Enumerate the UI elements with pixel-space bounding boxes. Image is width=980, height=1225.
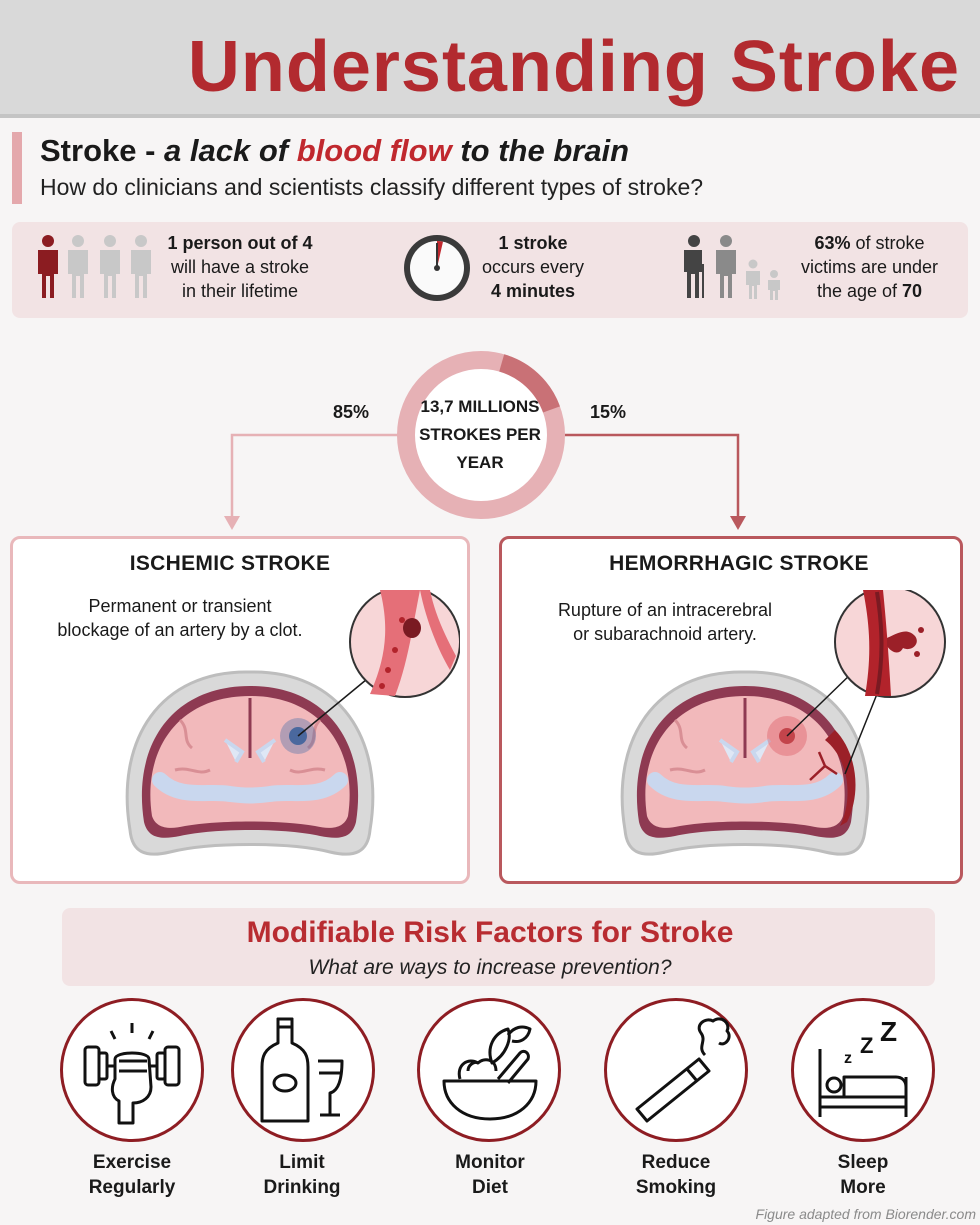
header-band xyxy=(0,0,980,118)
factor-drinking-circle xyxy=(231,998,375,1142)
clock-icon xyxy=(404,235,470,301)
risk-factors-title: Modifiable Risk Factors for Stroke xyxy=(246,916,734,949)
stat-one-in-four: 1 person out of 4 will have a stroke in … xyxy=(167,233,313,301)
sleep-z-large: Z xyxy=(880,1016,897,1047)
subtitle-blood-flow: blood flow xyxy=(296,133,452,168)
food-bowl-icon xyxy=(442,1025,538,1121)
risk-factors-banner xyxy=(62,908,935,986)
ischemic-title: ISCHEMIC STROKE xyxy=(129,552,331,575)
hemorrhagic-title: HEMORRHAGIC STROKE xyxy=(609,552,869,575)
factor-diet-circle xyxy=(417,998,561,1142)
wine-bottle-glass-icon xyxy=(260,1017,344,1123)
accent-bar xyxy=(12,132,22,204)
bed-sleep-icon: z Z Z xyxy=(818,1016,908,1117)
donut-ischemic-segment xyxy=(397,351,565,519)
subtitle-to-brain: to the brain xyxy=(460,133,630,168)
ischemic-brain-illustration xyxy=(125,590,460,856)
stat-age-under-70: 63% of stroke victims are under the age … xyxy=(800,233,939,301)
total-strokes-label: 13,7 MILLIONS STROKES PER YEAR xyxy=(419,397,541,472)
factor-sleep-circle: z Z Z xyxy=(791,998,935,1142)
intro-question: How do clinicians and scientists classif… xyxy=(40,174,704,200)
ischemic-arrow-line xyxy=(230,433,400,518)
stats-band xyxy=(12,222,968,318)
family-icon xyxy=(684,235,780,300)
risk-factors-subtitle: What are ways to increase prevention? xyxy=(308,956,672,979)
dumbbell-fist-icon xyxy=(83,1023,181,1125)
ischemic-percent: 85% xyxy=(333,402,370,422)
stat-stroke-frequency: 1 stroke occurs every 4 minutes xyxy=(481,233,585,301)
subtitle-stroke: Stroke - xyxy=(40,133,156,168)
hemorrhagic-brain-illustration xyxy=(620,590,946,856)
ischemic-arrowhead xyxy=(224,516,240,530)
figure-credit: Figure adapted from Biorender.com xyxy=(755,1206,976,1222)
subtitle-lack-of: a lack of xyxy=(164,133,289,168)
hemorrhagic-arrowhead xyxy=(730,516,746,530)
donut-hemorrhagic-segment xyxy=(498,354,560,413)
distribution-diagram xyxy=(224,351,746,530)
hemorrhagic-percent: 15% xyxy=(590,402,627,422)
sleep-z-medium: Z xyxy=(860,1033,873,1058)
cigarette-icon xyxy=(635,1017,731,1123)
factor-smoking-circle xyxy=(604,998,748,1142)
sleep-z-small: z xyxy=(844,1050,852,1067)
factor-exercise-circle xyxy=(60,998,204,1142)
page-title: Understanding Stroke xyxy=(187,27,960,107)
ischemic-description: Permanent or transient blockage of an ar… xyxy=(57,596,303,640)
subtitle: Stroke - a lack of blood flow to the bra… xyxy=(40,132,629,170)
people-one-in-four-icon xyxy=(38,235,151,298)
hemorrhagic-arrow-line xyxy=(565,433,740,518)
hemorrhagic-description: Rupture of an intracerebral or subarachn… xyxy=(557,600,773,644)
